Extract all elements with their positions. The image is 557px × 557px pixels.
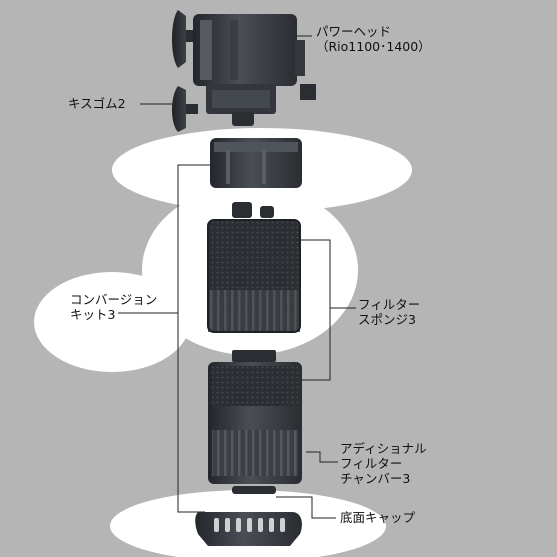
power-head: [193, 14, 316, 126]
additional-chamber-label: アディショナル フィルター チャンバー3: [340, 441, 427, 486]
chamber-leader: [306, 451, 338, 463]
suction-cups: [172, 10, 198, 132]
conversion-kit-part: [210, 138, 302, 188]
additional-chamber-label-line-3: チャンバー3: [340, 471, 411, 486]
conversion-kit-label-line-1: コンバージョン: [70, 292, 158, 307]
highlight-areas: [34, 128, 412, 557]
filter-sponge-label-line-2: スポンジ3: [358, 312, 416, 327]
power-head-label: パワーヘッド （Rio1100･1400）: [316, 24, 431, 54]
filter-sponge-label: フィルター スポンジ3: [358, 297, 420, 327]
filter-sponge-bracket: [300, 239, 331, 381]
additional-chamber-label-line-2: フィルター: [340, 456, 403, 471]
filter-sponge-label-line-1: フィルター: [358, 297, 421, 312]
filter-sponge-part: [207, 202, 301, 333]
bottom-cap-leader: [276, 496, 336, 519]
suction-cup-lower: [172, 86, 186, 132]
suction-cup-upper: [172, 10, 186, 68]
additional-chamber-part: [208, 350, 302, 494]
additional-chamber-label-line-1: アディショナル: [340, 441, 427, 456]
conversion-kit-bracket: [177, 164, 210, 513]
bottom-cap-label: 底面キャップ: [340, 510, 415, 525]
highlight-left: [34, 272, 190, 372]
power-head-label-line-1: パワーヘッド: [316, 24, 392, 39]
leader-lines: [118, 35, 356, 519]
suction-cup-label-line-1: キスゴム2: [68, 96, 126, 111]
conversion-kit-label-line-2: キット3: [70, 307, 116, 322]
suction-cup-label: キスゴム2: [68, 96, 126, 111]
conversion-kit-label: コンバージョン キット3: [70, 292, 157, 322]
bottom-cap-part: [195, 512, 302, 546]
bottom-cap-label-line-1: 底面キャップ: [340, 510, 416, 525]
power-head-label-line-2: （Rio1100･1400）: [316, 39, 431, 54]
